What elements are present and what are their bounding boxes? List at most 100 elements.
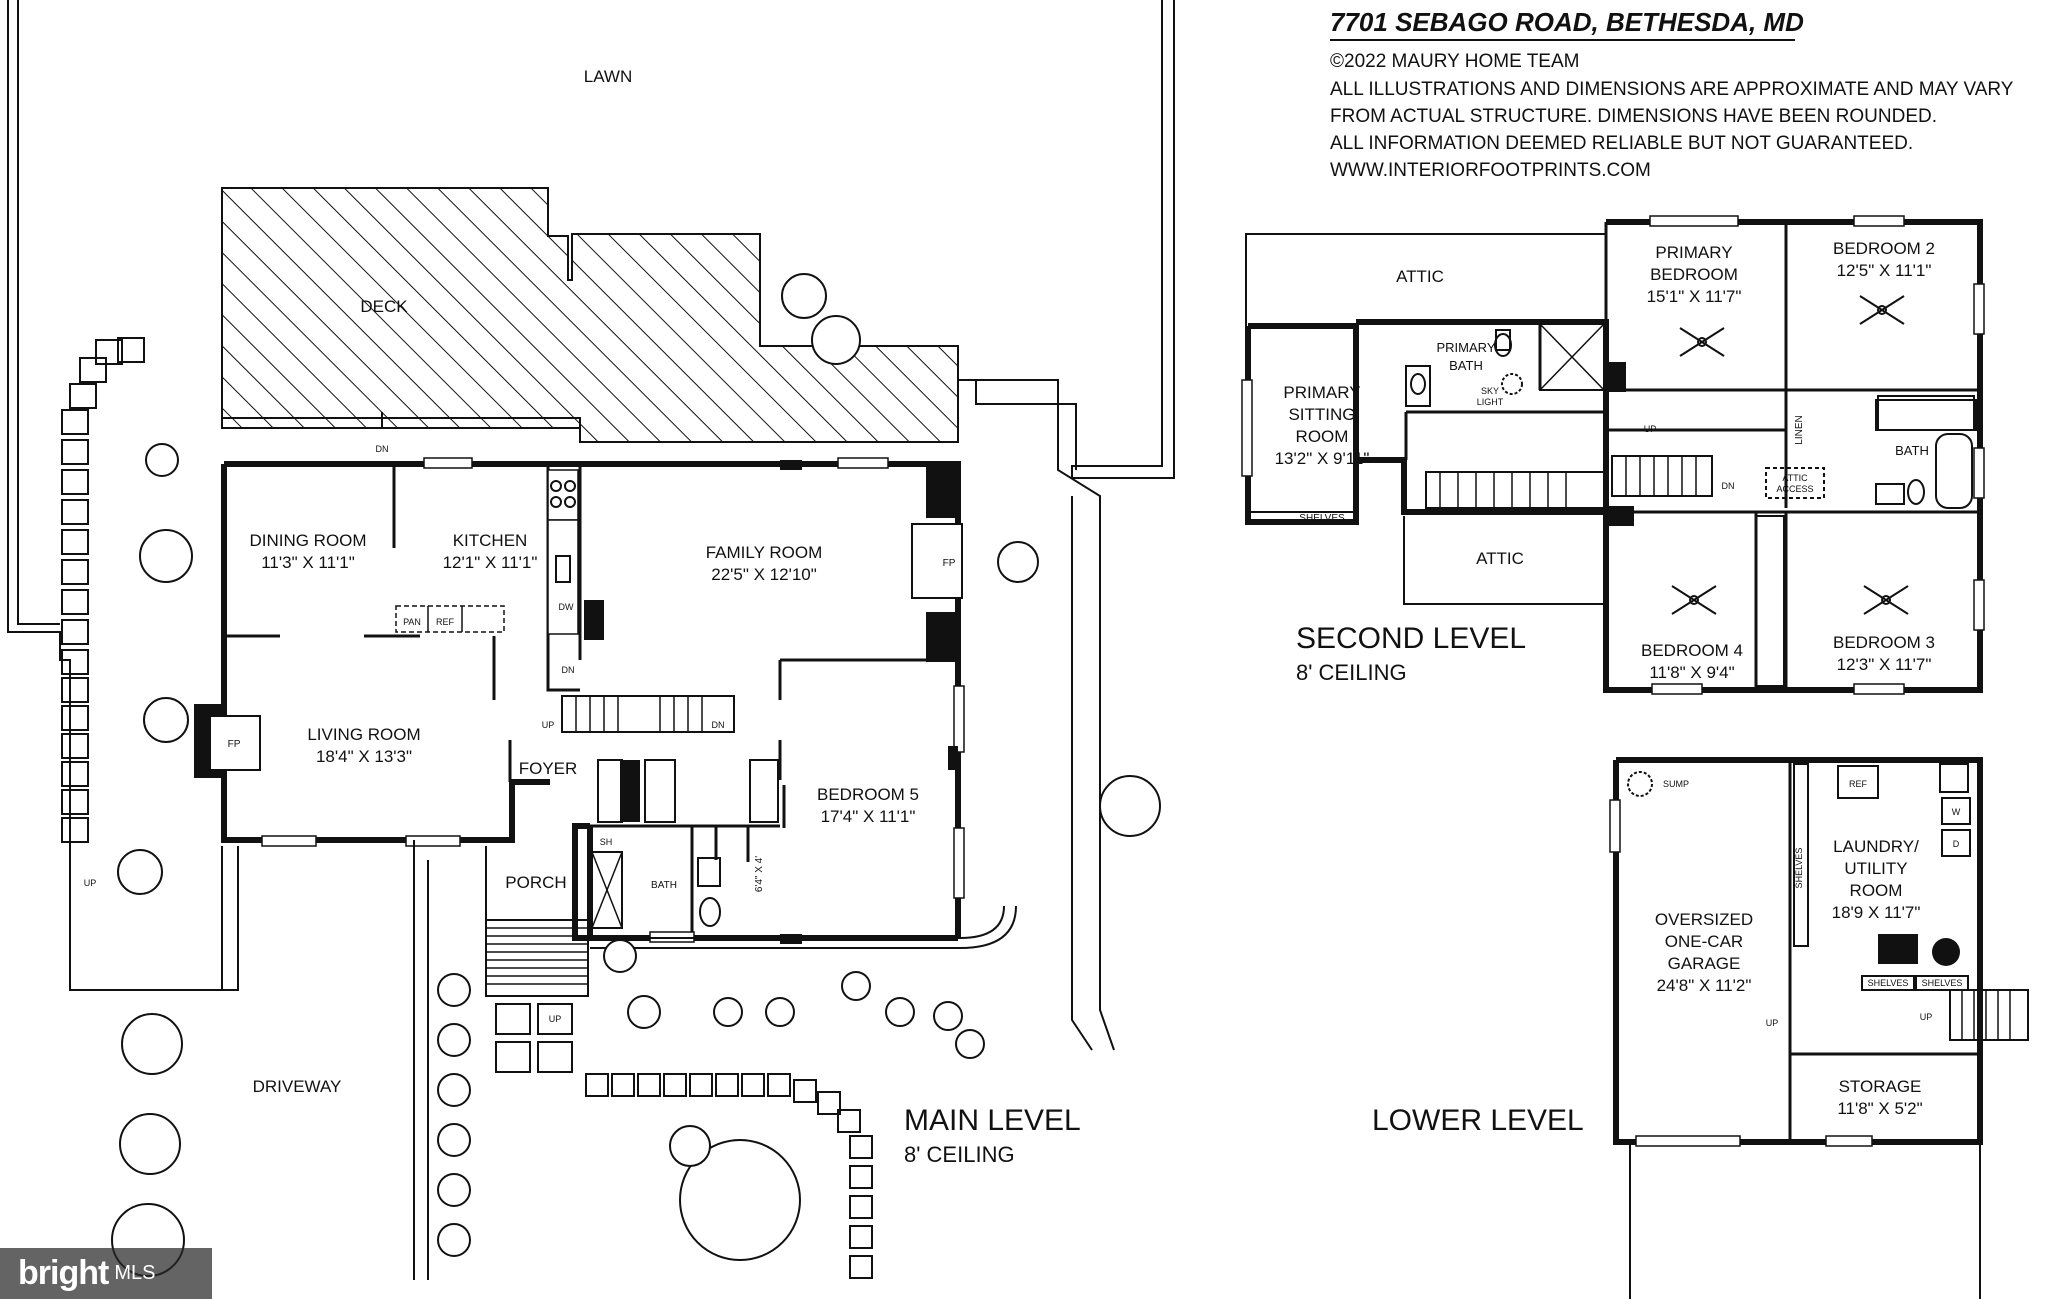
main-level-ceiling: 8' CEILING [904,1142,1015,1167]
second-shelves-label: SHELVES [1299,513,1345,524]
lower-up-label-right: UP [1920,1012,1933,1022]
second-dn-label: DN [1722,481,1735,491]
family-fp-label: FP [943,558,956,569]
side-up-label: UP [84,878,97,888]
second-bath-label: BATH [1895,443,1929,458]
main-dn-label: DN [712,720,725,730]
bedroom-5-dims: 17'4" X 11'1" [821,807,916,826]
bedroom-2-name: BEDROOM 2 [1833,239,1935,258]
lower-ref-label: REF [1849,779,1868,789]
sitting-room-label-2: SITTING [1288,405,1355,424]
attic-label-bottom: ATTIC [1476,549,1524,568]
kitchen-ref-label: REF [436,617,455,627]
storage-name: STORAGE [1839,1077,1922,1096]
main-dn-label-2: DN [562,665,575,675]
laundry-dims: 18'9 X 11'7" [1832,903,1921,922]
lower-level: SUMP SHELVES REF W D SHELVES SHELVES UP … [1372,757,2029,1299]
garage-dims: 24'8" X 11'2" [1657,976,1752,995]
laundry-label-2: UTILITY [1844,859,1907,878]
lower-shelves-vertical: SHELVES [1794,848,1804,889]
family-fireplace-top [926,464,958,518]
sump-label: SUMP [1663,779,1689,789]
main-stairs [561,695,779,823]
second-up-label: UP [1644,424,1657,434]
watermark-brand: bright [18,1254,109,1292]
second-stairs [1425,395,1975,687]
family-room-name: FAMILY ROOM [706,543,823,562]
garage-label-3: GARAGE [1668,954,1741,973]
deck-label: DECK [360,297,408,316]
second-level-ceiling: 8' CEILING [1296,660,1407,685]
dining-room-dims: 11'3" X 11'1" [261,553,355,572]
porch-label: PORCH [505,873,566,892]
bedroom-3-name: BEDROOM 3 [1833,633,1935,652]
shower-label: SH [600,837,613,847]
disclaimer-line-3: ALL INFORMATION DEEMED RELIABLE BUT NOT … [1330,133,1913,154]
kitchen-name: KITCHEN [453,531,528,550]
driveway-label: DRIVEWAY [253,1077,342,1096]
garage-label-2: ONE-CAR [1665,932,1743,951]
living-fp-label: FP [228,739,241,750]
lower-shelves-2: SHELVES [1922,978,1963,988]
primary-bedroom-label-1: PRIMARY [1655,243,1732,262]
front-stairs [485,919,589,997]
bedroom-4-name: BEDROOM 4 [1641,641,1743,660]
watermark-suffix: MLS [114,1262,156,1284]
deck-area [221,187,959,443]
dryer-label: D [1953,839,1960,849]
lower-stairs [1949,989,2029,1041]
primary-bath-label-1: PRIMARY [1437,340,1496,355]
attic-access-label-1: ATTIC [1782,473,1808,483]
main-windows [261,457,965,943]
disclaimer-line-1: ALL ILLUSTRATIONS AND DIMENSIONS ARE APP… [1330,79,2014,100]
kitchen-dims: 12'1" X 11'1" [443,553,538,572]
laundry-label-1: LAUNDRY/ [1833,837,1919,856]
washer-label: W [1952,807,1961,817]
garage-label-1: OVERSIZED [1655,910,1753,929]
dining-room-name: DINING ROOM [249,531,366,550]
paver-border [61,337,873,1279]
living-room-name: LIVING ROOM [307,725,420,744]
ceiling-fans [1671,295,1909,615]
primary-bedroom-label-2: BEDROOM [1650,265,1738,284]
laundry-label-3: ROOM [1850,881,1903,900]
family-room-dims: 22'5" X 12'10" [711,565,817,584]
copyright-text: ©2022 MAURY HOME TEAM [1330,51,1579,72]
living-outer-wall [221,464,550,843]
skylight-label-2: LIGHT [1477,397,1504,407]
foyer-label: FOYER [519,759,578,778]
linen-label: LINEN [1794,415,1805,444]
main-level: LAWN DECK DN [7,0,1175,1280]
main-bath-label: BATH [651,880,677,891]
pantry-label: PAN [403,617,421,627]
porch-up-label: UP [549,1014,562,1024]
bedroom-4-dims: 11'8" X 9'4" [1649,663,1734,682]
website-text: WWW.INTERIORFOOTPRINTS.COM [1330,160,1651,181]
skylight-label-1: SKY [1481,386,1499,396]
header-block: 7701 SEBAGO ROAD, BETHESDA, MD ©2022 MAU… [1330,7,2014,181]
main-up-label: UP [542,720,555,730]
attic-access-label-2: ACCESS [1776,484,1813,494]
second-level-title: SECOND LEVEL [1296,622,1526,655]
main-level-title: MAIN LEVEL [904,1104,1081,1137]
lawn-label: LAWN [584,67,633,86]
dishwasher-label: DW [559,602,574,612]
main-closet-label: 6'4" X 4' [754,856,765,892]
address-title: 7701 SEBAGO ROAD, BETHESDA, MD [1330,7,1804,37]
bright-mls-watermark: bright MLS [0,1248,212,1299]
bedroom-5-name: BEDROOM 5 [817,785,919,804]
lawn-boundary-left [7,0,239,991]
lower-shelves-1: SHELVES [1868,978,1909,988]
second-level: ATTIC ATTIC [1241,215,1985,695]
lower-level-title: LOWER LEVEL [1372,1104,1584,1137]
sitting-room-label-1: PRIMARY [1283,383,1360,402]
bedroom-3-dims: 12'3" X 11'7" [1837,655,1932,674]
living-room-dims: 18'4" X 13'3" [316,747,412,766]
deck-dn-label: DN [376,444,389,454]
lower-up-label-left: UP [1766,1018,1779,1028]
bedroom-2-dims: 12'5" X 11'1" [1837,261,1932,280]
disclaimer-line-2: FROM ACTUAL STRUCTURE. DIMENSIONS HAVE B… [1330,106,1937,127]
sitting-room-label-3: ROOM [1296,427,1349,446]
storage-dims: 11'8" X 5'2" [1837,1099,1922,1118]
